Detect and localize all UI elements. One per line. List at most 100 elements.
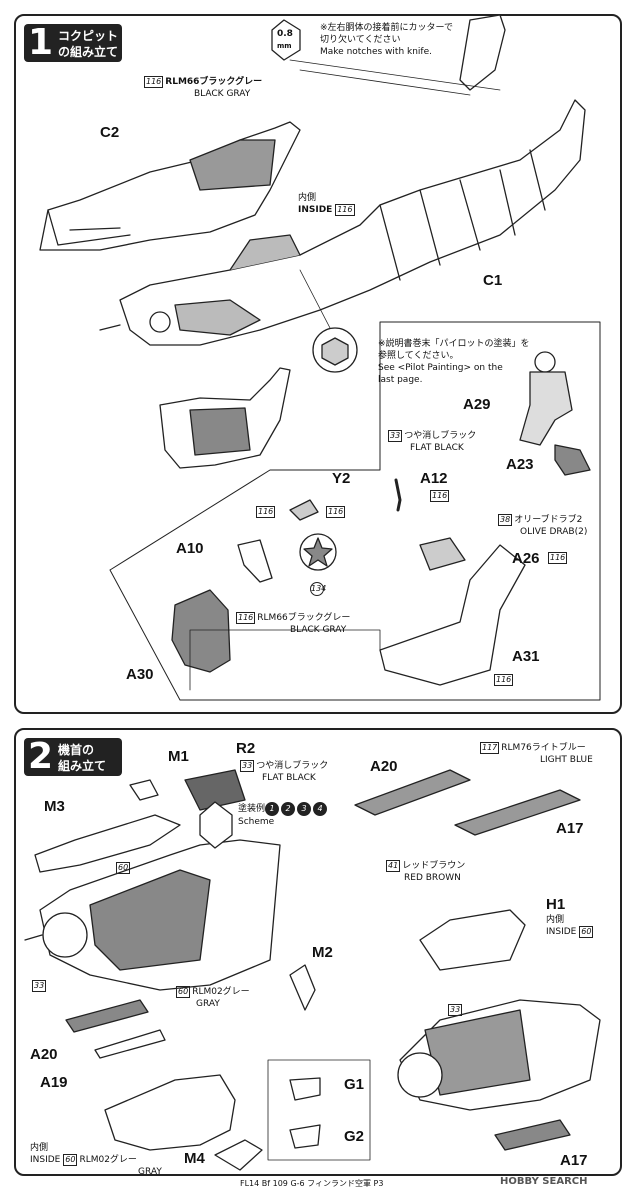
part-label-y2: Y2: [332, 470, 351, 487]
pilot-note: ※説明書巻末「パイロットの塗装」を 参照してください。 See <Pilot P…: [378, 338, 530, 386]
paint-code: 116: [236, 612, 256, 624]
paint-code: 116: [548, 552, 568, 564]
paint-jp: つや消しブラック: [256, 761, 329, 771]
paint-code: 60: [63, 1154, 78, 1166]
paint-code: 33: [240, 760, 255, 772]
paint-code: 33: [32, 980, 47, 992]
part-a23-shape: [554, 444, 591, 476]
inside-code: 116: [335, 204, 355, 216]
code-a12: 116: [430, 490, 451, 502]
decal-star-icon: [299, 533, 337, 571]
pilot-figure-a29: [519, 351, 573, 446]
scheme-jp: 塗装例: [238, 804, 266, 814]
inside-en: INSIDE: [546, 927, 577, 937]
inside-en: INSIDE: [298, 205, 333, 215]
part-label-a12: A12: [420, 470, 448, 487]
paint-jp: RLM66ブラックグレー: [257, 613, 351, 623]
part-label-a20: A20: [370, 758, 398, 775]
paint-en: GRAY: [138, 1167, 162, 1177]
inset-outline: [109, 321, 601, 701]
step2-title-line1: 機首の: [58, 743, 95, 757]
part-label-g1: G1: [344, 1076, 365, 1093]
code-a33: 33: [32, 980, 48, 992]
knife-note-jp2: 切り欠いてください: [320, 35, 401, 45]
part-label-m2: M2: [312, 944, 333, 961]
scheme-3: 3: [297, 802, 312, 816]
paint-code: 117: [480, 742, 500, 754]
paint-jp: RLM02グレー: [79, 1155, 137, 1165]
part-label-a26: A26: [512, 550, 540, 567]
inside-en: INSIDE: [30, 1155, 61, 1165]
paint-code: 60: [176, 986, 191, 998]
scheme-4: 4: [313, 802, 328, 816]
knife-note-jp1: ※左右胴体の接着前にカッターで: [320, 23, 454, 33]
paint-en: FLAT BLACK: [262, 773, 316, 783]
fuselage-half-c2: [39, 121, 301, 251]
floor-a31: [379, 544, 526, 686]
nose-assembly-right: [397, 909, 601, 1111]
decal-134: 134: [310, 582, 326, 596]
paint-en: RED BROWN: [404, 873, 461, 883]
part-label-a30: A30: [126, 666, 154, 683]
part-label-c2: C2: [100, 124, 120, 141]
fuselage-half-c1: [99, 99, 586, 346]
rack-a20: [354, 769, 471, 816]
part-m2-shape: [289, 964, 316, 1011]
paint-code: 38: [498, 514, 513, 526]
part-m1-shape: [129, 779, 159, 801]
nose-assembly: [24, 814, 281, 991]
part-label-a17: A17: [556, 820, 584, 837]
knife-note-en: Make notches with knife.: [320, 47, 432, 57]
part-a26-shape: [419, 537, 466, 571]
paint-jp: オリーブドラブ2: [514, 515, 583, 525]
pilot-note-en1: See <Pilot Painting> on the: [378, 363, 503, 373]
watermark: HOBBY SEARCH: [500, 1176, 588, 1187]
notch-detail: [299, 269, 358, 373]
step1-header: 1 コクピット の組み立て: [24, 22, 122, 63]
paint-jp: RLM76ライトブルー: [501, 743, 586, 753]
part-label-a31: A31: [512, 648, 540, 665]
paint-code: 41: [386, 860, 401, 872]
rack-a17: [454, 789, 581, 836]
inside-60-note: 内側 INSIDE 60: [546, 914, 595, 938]
paint-en: OLIVE DRAB(2): [520, 527, 588, 537]
scheme-icon: [199, 801, 233, 849]
knife-size-value: 0.8: [277, 29, 293, 39]
knife-size: 0.8 mm: [277, 28, 293, 52]
part-label-a29: A29: [463, 396, 491, 413]
part-label-a23: A23: [506, 456, 534, 473]
paint-code: 60: [116, 862, 131, 874]
tail-fin: [459, 14, 506, 91]
code-h1-33: 33: [448, 1004, 464, 1016]
paint-jp: RLM02グレー: [192, 987, 250, 997]
part-label-r2: R2: [236, 740, 256, 757]
knife-size-unit: mm: [277, 42, 292, 50]
step2-title-line2: 組み立て: [58, 759, 107, 773]
paint-code: 116: [494, 674, 514, 686]
page-footer: FL14 Bf 109 G-6 フィンランド空軍 P3: [240, 1179, 384, 1188]
paint-jp: つや消しブラック: [404, 431, 477, 441]
paint-code: 33: [388, 430, 403, 442]
paint-en: LIGHT BLUE: [540, 755, 593, 765]
part-a19-shape: [94, 1029, 166, 1059]
paint-code: 60: [579, 926, 594, 938]
spinner-shape: [214, 1139, 263, 1171]
scheme-2: 2: [281, 802, 296, 816]
inside-jp: 内側: [30, 1143, 49, 1153]
paint-en: BLACK GRAY: [290, 625, 347, 635]
part-a30-shape: [171, 589, 231, 673]
step1-number: 1: [28, 22, 54, 63]
cockpit-tub-upper: [159, 367, 291, 469]
step2-header: 2 機首の 組み立て: [24, 736, 122, 777]
pilot-note-jp1: ※説明書巻末「パイロットの塗装」を: [378, 339, 530, 349]
part-label-a20b: A20: [30, 1046, 58, 1063]
part-label-a19: A19: [40, 1074, 68, 1091]
